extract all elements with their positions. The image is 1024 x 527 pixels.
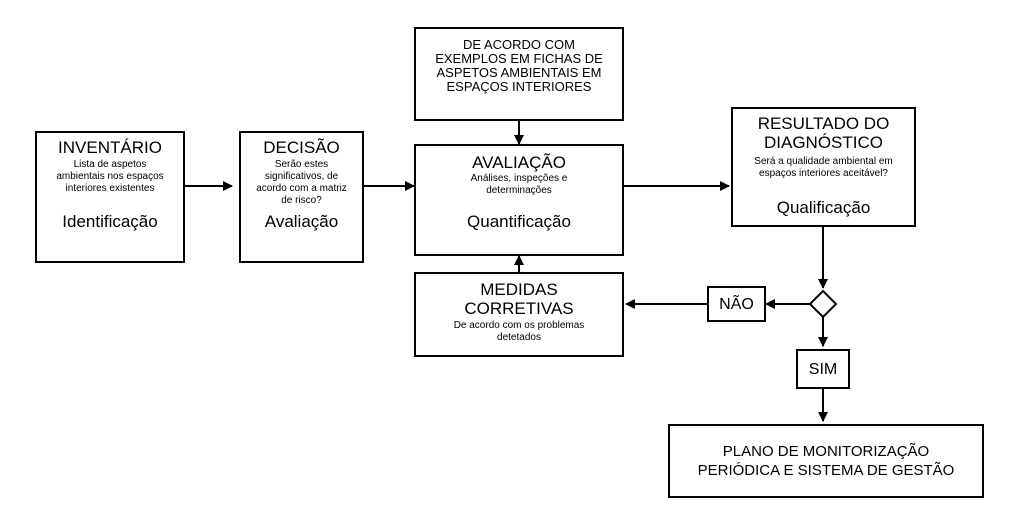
- decisao-title: DECISÃO: [263, 138, 340, 157]
- nao-label: NÃO: [719, 295, 754, 313]
- resultado-stage: Qualificação: [776, 198, 871, 217]
- decisao-description: Serão estes significativos, de acordo co…: [256, 159, 347, 206]
- decision-diamond: [808, 289, 838, 319]
- decisao-stage: Avaliação: [264, 212, 339, 231]
- exemplos-box: DE ACORDO COM EXEMPLOS EM FICHAS DE ASPE…: [414, 27, 624, 121]
- plano-text: PLANO DE MONITORIZAÇÃO PERIÓDICA E SISTE…: [697, 443, 955, 479]
- inventario-title: INVENTÁRIO: [58, 138, 162, 157]
- medidas-box: MEDIDAS CORRETIVAS De acordo com os prob…: [414, 272, 624, 357]
- sim-label: SIM: [808, 360, 838, 378]
- inventario-box: INVENTÁRIO Lista de aspetos ambientais n…: [35, 131, 185, 263]
- avaliacao-description: Análises, inspeções e determinações: [470, 173, 568, 196]
- resultado-box: RESULTADO DO DIAGNÓSTICO Será a qualidad…: [731, 107, 916, 227]
- inventario-stage: Identificação: [62, 212, 158, 231]
- inventario-description: Lista de aspetos ambientais nos espaços …: [56, 159, 164, 194]
- plano-box: PLANO DE MONITORIZAÇÃO PERIÓDICA E SISTE…: [668, 424, 984, 498]
- sim-box: SIM: [796, 349, 850, 389]
- avaliacao-stage: Quantificação: [467, 212, 571, 231]
- medidas-description: De acordo com os problemas detetados: [453, 320, 585, 343]
- avaliacao-title: AVALIAÇÃO: [472, 153, 566, 172]
- resultado-title: RESULTADO DO DIAGNÓSTICO: [757, 114, 890, 152]
- resultado-description: Será a qualidade ambiental em espaços in…: [754, 156, 893, 179]
- nao-box: NÃO: [707, 286, 766, 322]
- exemplos-text: DE ACORDO COM EXEMPLOS EM FICHAS DE ASPE…: [435, 37, 603, 94]
- avaliacao-box: AVALIAÇÃO Análises, inspeções e determin…: [414, 144, 624, 256]
- medidas-title: MEDIDAS CORRETIVAS: [464, 280, 574, 318]
- decisao-box: DECISÃO Serão estes significativos, de a…: [239, 131, 364, 263]
